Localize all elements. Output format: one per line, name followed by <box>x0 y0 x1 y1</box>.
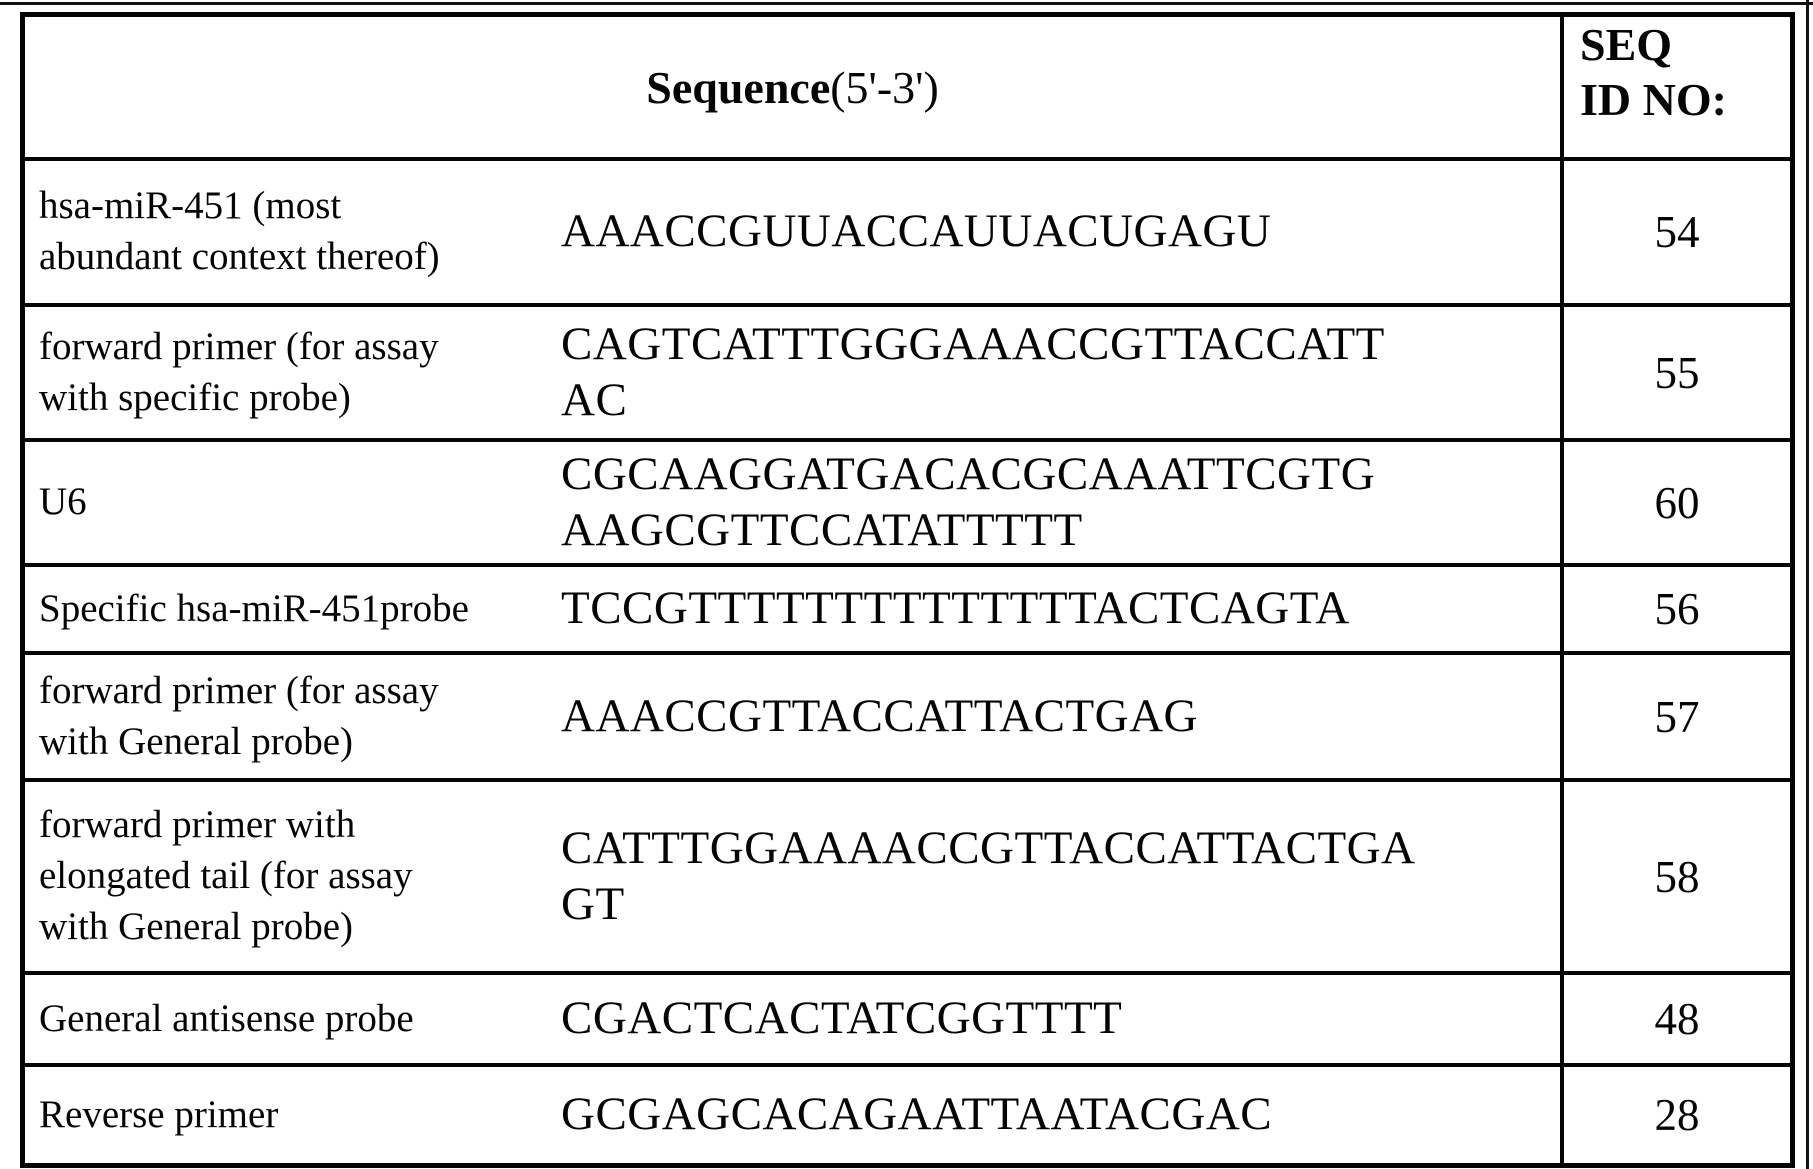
seq-id-cell: 48 <box>1560 975 1790 1063</box>
row-main-cell: Specific hsa-miR-451probe TCCGTTTTTTTTTT… <box>25 567 1560 651</box>
oligo-name: forward primer (for assay with General p… <box>39 668 439 763</box>
seq-id-value: 54 <box>1654 207 1700 257</box>
row-main-cell: U6 CGCAAGGATGACACGCAAATTCGTG AAGCGTTCCAT… <box>25 442 1560 563</box>
oligo-name: forward primer (for assay with specific … <box>39 324 439 419</box>
table-header-row: Sequence (5'-3') SEQ ID NO: <box>25 17 1790 161</box>
header-sequence-label: Sequence <box>646 61 831 113</box>
oligo-name: forward primer with elongated tail (for … <box>39 803 413 948</box>
row-main-cell: hsa-miR-451 (most abundant context there… <box>25 161 1560 303</box>
seq-id-cell: 55 <box>1560 307 1790 438</box>
oligo-name: Specific hsa-miR-451probe <box>39 586 469 630</box>
seq-id-value: 28 <box>1654 1090 1700 1140</box>
seq-id-value: 56 <box>1654 584 1700 634</box>
seq-id-value: 55 <box>1654 347 1700 398</box>
oligo-name: General antisense probe <box>39 996 414 1040</box>
header-seq-id-line1: SEQ <box>1580 19 1673 70</box>
oligo-sequence: AAACCGUUACCAUUACUGAGU <box>561 205 1272 258</box>
header-seq-id-line2: ID NO: <box>1580 74 1727 126</box>
seq-id-cell: 56 <box>1560 567 1790 651</box>
row-main-cell: Reverse primer GCGAGCACAGAATTAATACGAC <box>25 1067 1560 1163</box>
table-row: General antisense probe CGACTCACTATCGGTT… <box>25 975 1790 1067</box>
seq-id-value: 58 <box>1654 851 1700 902</box>
seq-id-cell: 28 <box>1560 1067 1790 1163</box>
table-row: forward primer (for assay with specific … <box>25 307 1790 442</box>
table-row: U6 CGCAAGGATGACACGCAAATTCGTG AAGCGTTCCAT… <box>25 442 1790 567</box>
scan-artifact-right-line <box>1806 0 1809 1169</box>
table-row: Reverse primer GCGAGCACAGAATTAATACGAC 28 <box>25 1067 1790 1163</box>
table-row: forward primer (for assay with General p… <box>25 655 1790 782</box>
header-sequence-direction: (5'-3') <box>830 61 939 113</box>
oligo-sequence: GCGAGCACAGAATTAATACGAC <box>561 1088 1273 1141</box>
oligo-sequence: CGACTCACTATCGGTTTT <box>561 992 1123 1045</box>
oligo-name: U6 <box>39 480 87 524</box>
row-main-cell: forward primer (for assay with General p… <box>25 655 1560 778</box>
table-row: Specific hsa-miR-451probe TCCGTTTTTTTTTT… <box>25 567 1790 655</box>
row-main-cell: forward primer with elongated tail (for … <box>25 782 1560 971</box>
oligo-sequence: TCCGTTTTTTTTTTTTTTACTCAGTA <box>561 582 1350 635</box>
oligo-name: hsa-miR-451 (most abundant context there… <box>39 184 440 278</box>
row-main-cell: forward primer (for assay with specific … <box>25 307 1560 438</box>
sequence-table: Sequence (5'-3') SEQ ID NO: hsa-miR-451 … <box>20 12 1795 1168</box>
oligo-sequence: AAACCGTTACCATTACTGAG <box>561 689 1198 742</box>
seq-id-cell: 57 <box>1560 655 1790 778</box>
row-main-cell: General antisense probe CGACTCACTATCGGTT… <box>25 975 1560 1063</box>
seq-id-value: 57 <box>1654 691 1700 742</box>
seq-id-value: 48 <box>1654 994 1700 1044</box>
table-row: hsa-miR-451 (most abundant context there… <box>25 161 1790 307</box>
seq-id-value: 60 <box>1654 477 1700 528</box>
oligo-sequence: CATTTGGAAAACCGTTACCATTACTGA GT <box>561 822 1416 930</box>
oligo-sequence: CGCAAGGATGACACGCAAATTCGTG AAGCGTTCCATATT… <box>561 448 1376 556</box>
oligo-name: Reverse primer <box>39 1092 279 1136</box>
table-row: forward primer with elongated tail (for … <box>25 782 1790 975</box>
oligo-sequence: CAGTCATTTGGGAAACCGTTACCATT AC <box>561 318 1385 426</box>
seq-id-cell: 58 <box>1560 782 1790 971</box>
seq-id-cell: 54 <box>1560 161 1790 303</box>
scan-artifact-top-line <box>0 2 1813 5</box>
seq-id-cell: 60 <box>1560 442 1790 563</box>
header-cell-sequence: Sequence (5'-3') <box>25 17 1560 157</box>
header-cell-seq-id: SEQ ID NO: <box>1560 17 1790 157</box>
